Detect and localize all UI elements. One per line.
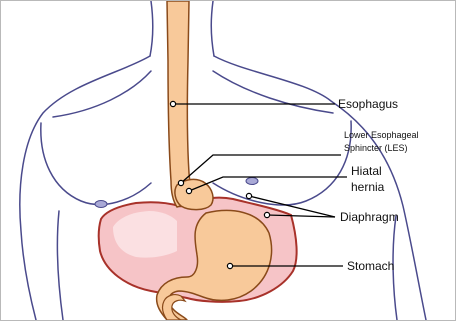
les-dot [178,180,183,185]
hiatal-label-line1: Hiatal [351,164,382,178]
les-leader [181,155,341,183]
left-arm-line [57,211,63,320]
left-pectoral-line [41,123,151,205]
diaphragm-label: Diaphragm [340,210,399,224]
les-label-line2: Sphincter (LES) [344,143,408,153]
hiatal-label-line2: hernia [351,180,385,194]
esophagus-dot [170,101,175,106]
stomach-dot [227,263,232,268]
diaphragm-dot-lower [264,212,269,217]
left-nipple [95,201,107,208]
hernia-leader [189,177,347,191]
stomach-label: Stomach [347,259,394,273]
neck-right-line [211,1,214,56]
les-label-line1: Lower Esophageal [344,130,419,140]
esophagus-label: Esophagus [338,97,398,111]
diaphragm-dot-upper [246,193,251,198]
right-nipple [246,178,258,185]
right-pectoral-line [213,121,351,205]
hernia-dot [186,188,191,193]
neck-left-line [150,1,153,56]
